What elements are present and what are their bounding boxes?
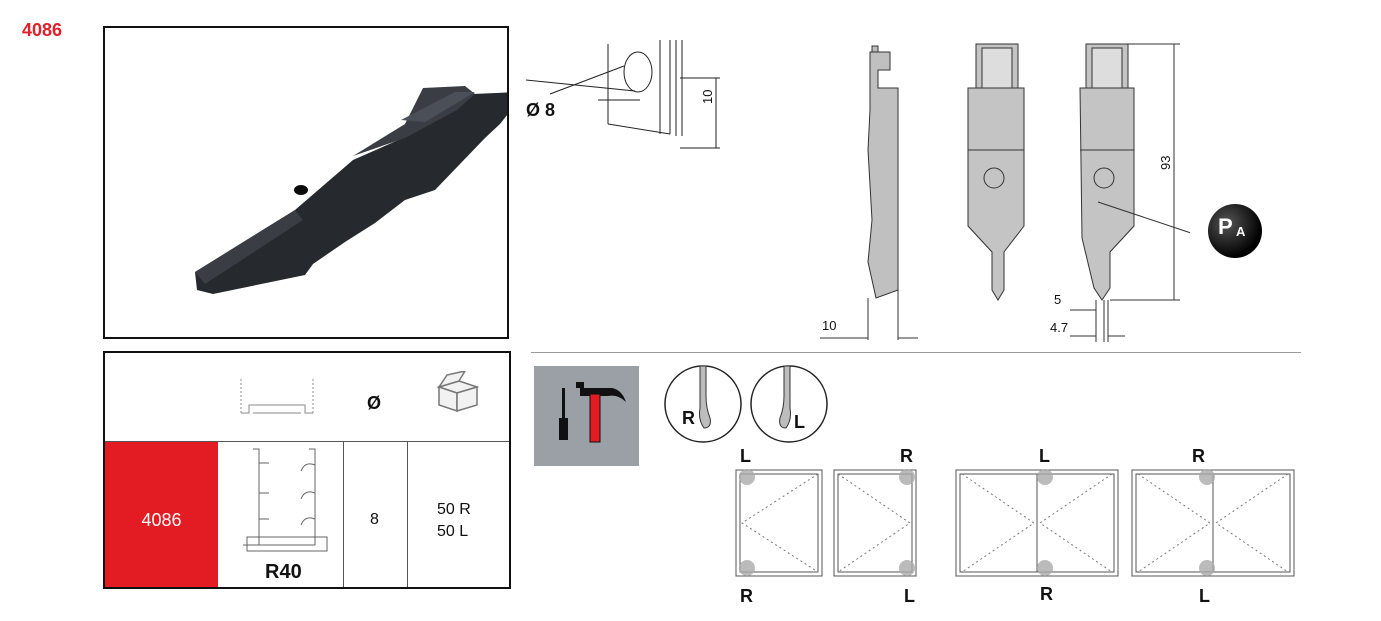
handedness-icons: [664, 365, 828, 443]
profile-name: R40: [265, 561, 302, 583]
front-view-drawing: [967, 43, 1190, 342]
product-code-title: 4086: [22, 20, 63, 40]
product-table: Ø 4086 R40 8 50 R 50 L: [103, 351, 511, 589]
diagram-3-top-label: L: [1039, 446, 1050, 466]
offset-5-label: 5: [1054, 292, 1062, 307]
product-photo: [195, 86, 519, 294]
diameter-header: Ø: [367, 393, 382, 413]
profile-r40-drawing: [243, 448, 328, 552]
offset-47-label: 4.7: [1050, 320, 1069, 335]
code-cell: 4086: [105, 442, 218, 587]
product-photo-frame: [103, 26, 519, 339]
diagram-3-bottom-label: R: [1040, 584, 1053, 604]
right-hand-label: R: [682, 408, 695, 428]
pa-badge: P A: [1208, 204, 1262, 258]
diagram-2-top-label: R: [900, 446, 913, 466]
diagram-4-bottom-label: L: [1199, 586, 1210, 606]
diameter-label: Ø 8: [526, 100, 556, 120]
column-divider: [407, 442, 408, 587]
qty-r: 50 R: [437, 501, 471, 518]
screwdriver-hammer-icon: [559, 382, 626, 443]
side-view-drawing: [820, 45, 918, 340]
diagram-1-bottom-label: R: [740, 586, 753, 606]
box-package-icon: [436, 371, 480, 413]
diagram-2-bottom-label: L: [904, 586, 915, 606]
table-header-divider: [105, 441, 509, 442]
profile-outline-icon: [240, 379, 314, 414]
side-width-label: 10: [822, 318, 837, 333]
height-label: 93: [1158, 155, 1173, 170]
tools-panel: [534, 366, 639, 466]
diameter-value: 8: [370, 511, 379, 528]
mounting-diagrams: [735, 469, 1295, 577]
column-divider: [343, 442, 344, 587]
diagram-4-top-label: R: [1192, 446, 1205, 466]
diagram-1-top-label: L: [740, 446, 751, 466]
hole-drilling-drawing: [525, 40, 720, 149]
left-hand-label: L: [794, 412, 805, 432]
depth-label: 10: [700, 89, 715, 104]
section-divider: [531, 352, 1301, 353]
qty-l: 50 L: [437, 523, 469, 540]
